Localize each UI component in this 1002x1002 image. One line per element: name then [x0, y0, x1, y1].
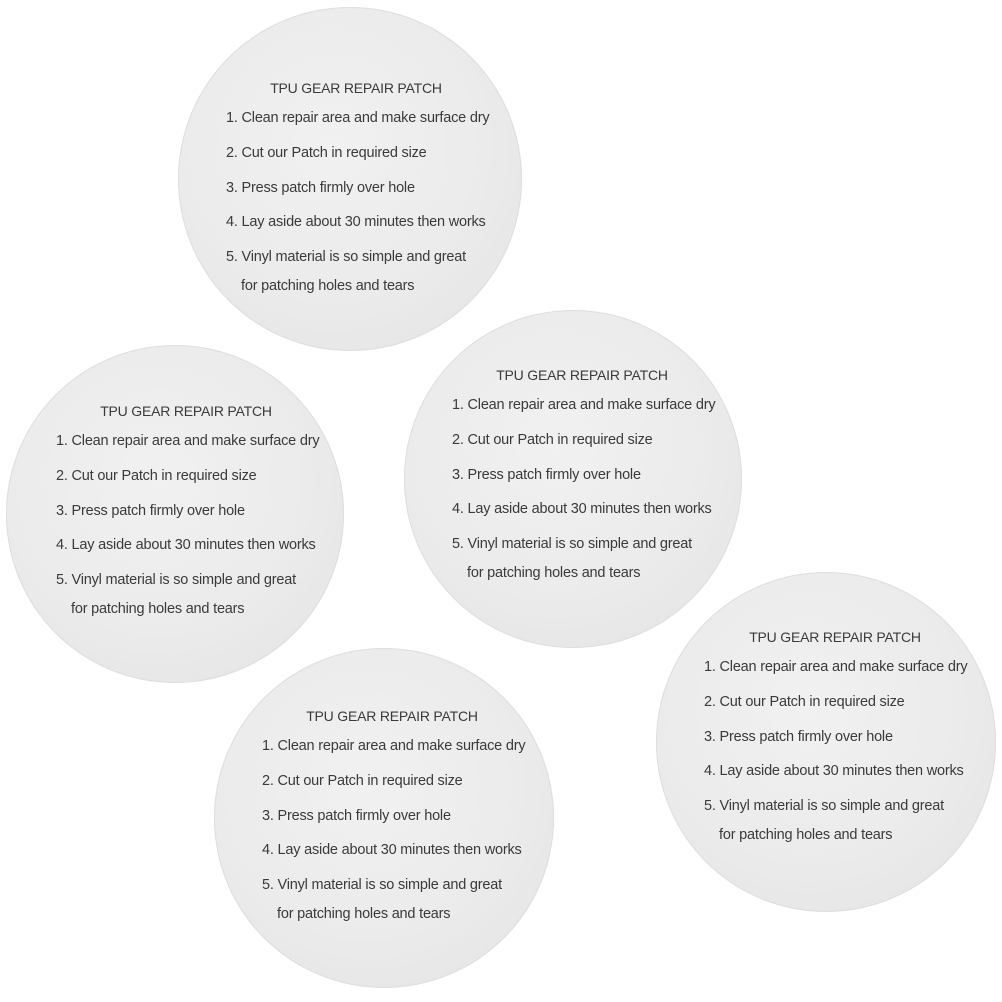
patch-step-5: 5. Vinyl material is so simple and great… — [704, 797, 966, 844]
patch-step-4: 4. Lay aside about 30 minutes then works — [452, 501, 712, 518]
patch-title: TPU GEAR REPAIR PATCH — [496, 367, 668, 383]
patch-step-4: 4. Lay aside about 30 minutes then works — [56, 537, 316, 554]
patch-step-1: 1. Clean repair area and make surface dr… — [452, 397, 716, 413]
repair-patch-middle-left: TPU GEAR REPAIR PATCH 1. Clean repair ar… — [6, 345, 344, 683]
repair-patch-middle-center: TPU GEAR REPAIR PATCH 1. Clean repair ar… — [404, 310, 742, 648]
patch-step-5: 5. Vinyl material is so simple and great… — [262, 876, 522, 923]
patch-step-2: 2. Cut our Patch in required size — [56, 467, 257, 484]
patch-step-5-line2: for patching holes and tears — [71, 601, 245, 618]
patch-step-5: 5. Vinyl material is so simple and great… — [226, 248, 486, 295]
patch-step-1: 1. Clean repair area and make surface dr… — [262, 738, 526, 754]
patch-step-4: 4. Lay aside about 30 minutes then works — [262, 842, 522, 859]
repair-patch-top: TPU GEAR REPAIR PATCH 1. Clean repair ar… — [178, 7, 522, 351]
patch-steps: 1. Clean repair area and make surface dr… — [262, 737, 526, 923]
patch-step-5-line1: 5. Vinyl material is so simple and great — [56, 572, 296, 589]
patch-instructions: TPU GEAR REPAIR PATCH 1. Clean repair ar… — [452, 366, 716, 582]
patch-step-5-line1: 5. Vinyl material is so simple and great — [452, 536, 692, 553]
patch-step-3: 3. Press patch firmly over hole — [56, 502, 245, 519]
patch-step-2: 2. Cut our Patch in required size — [262, 772, 463, 789]
patch-step-1: 1. Clean repair area and make surface dr… — [56, 433, 320, 449]
patch-step-5-line1: 5. Vinyl material is so simple and great — [704, 798, 944, 815]
patch-step-5-line2: for patching holes and tears — [467, 565, 641, 582]
patch-step-3: 3. Press patch firmly over hole — [226, 179, 415, 196]
patch-step-3: 3. Press patch firmly over hole — [704, 728, 893, 745]
patch-instructions: TPU GEAR REPAIR PATCH 1. Clean repair ar… — [226, 79, 490, 295]
patch-step-5-line2: for patching holes and tears — [241, 278, 415, 295]
patch-step-5: 5. Vinyl material is so simple and great… — [452, 535, 712, 582]
patch-steps: 1. Clean repair area and make surface dr… — [56, 432, 320, 618]
patch-instructions: TPU GEAR REPAIR PATCH 1. Clean repair ar… — [262, 707, 526, 923]
patch-title: TPU GEAR REPAIR PATCH — [306, 708, 478, 724]
patch-instructions: TPU GEAR REPAIR PATCH 1. Clean repair ar… — [56, 402, 320, 618]
patch-step-2: 2. Cut our Patch in required size — [452, 431, 653, 448]
patch-step-1: 1. Clean repair area and make surface dr… — [704, 659, 968, 675]
repair-patch-right: TPU GEAR REPAIR PATCH 1. Clean repair ar… — [656, 572, 996, 912]
patch-steps: 1. Clean repair area and make surface dr… — [452, 396, 716, 582]
patch-step-1: 1. Clean repair area and make surface dr… — [226, 110, 490, 126]
patch-step-5-line1: 5. Vinyl material is so simple and great — [262, 877, 502, 894]
patch-title: TPU GEAR REPAIR PATCH — [749, 629, 921, 645]
patch-steps: 1. Clean repair area and make surface dr… — [704, 658, 968, 844]
patch-step-5-line1: 5. Vinyl material is so simple and great — [226, 249, 466, 266]
patch-title: TPU GEAR REPAIR PATCH — [100, 403, 272, 419]
patch-step-3: 3. Press patch firmly over hole — [262, 807, 451, 824]
patch-steps: 1. Clean repair area and make surface dr… — [226, 109, 490, 295]
patch-step-5: 5. Vinyl material is so simple and great… — [56, 571, 316, 618]
patch-step-3: 3. Press patch firmly over hole — [452, 466, 641, 483]
patch-step-2: 2. Cut our Patch in required size — [704, 693, 905, 710]
patch-step-5-line2: for patching holes and tears — [719, 827, 893, 844]
patch-instructions: TPU GEAR REPAIR PATCH 1. Clean repair ar… — [704, 628, 968, 844]
patch-title: TPU GEAR REPAIR PATCH — [270, 80, 442, 96]
patch-step-5-line2: for patching holes and tears — [277, 906, 451, 923]
patch-step-4: 4. Lay aside about 30 minutes then works — [226, 214, 486, 231]
repair-patch-bottom-center: TPU GEAR REPAIR PATCH 1. Clean repair ar… — [214, 648, 554, 988]
patch-step-4: 4. Lay aside about 30 minutes then works — [704, 763, 964, 780]
patch-step-2: 2. Cut our Patch in required size — [226, 144, 427, 161]
